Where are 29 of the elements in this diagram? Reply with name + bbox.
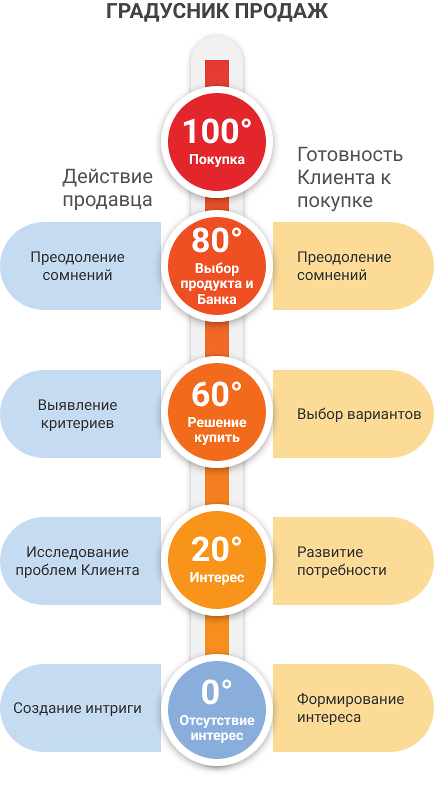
degree-value: 60° (190, 378, 244, 412)
band-text: Преодоление сомнений (29, 248, 126, 284)
title: ГРАДУСНИК ПРОДАЖ (105, 0, 329, 24)
client-readiness-band (273, 222, 434, 310)
stage-label: Покупка (188, 153, 246, 169)
seller-action-band (0, 370, 161, 458)
band-text: Выбор вариантов (297, 405, 422, 423)
degree-value: 100° (181, 115, 253, 150)
band-text: Преодоление сомнений (297, 248, 392, 284)
stage-label: Интерес (190, 571, 244, 587)
degree-value: 0° (200, 676, 234, 710)
seller-action-band (0, 664, 161, 752)
degree-value: 20° (190, 533, 244, 568)
degree-value: 80° (190, 224, 244, 258)
stage-label: Решение купить (186, 416, 248, 446)
band-text: Выявление критериев (36, 396, 118, 432)
client-readiness-band (273, 370, 434, 458)
band-text: Формирование интереса (297, 690, 406, 726)
band-text: Развитие потребности (297, 543, 388, 579)
column-heading: Действие продавца (61, 165, 154, 211)
band-text: Создание интриги (13, 699, 142, 717)
stage-label: Выбор продукта и Банка (180, 262, 254, 308)
client-readiness-band (273, 664, 434, 752)
seller-action-band (0, 222, 161, 310)
band-text: Исследование проблем Клиента (14, 543, 141, 579)
seller-action-band (0, 517, 161, 605)
client-readiness-band (273, 517, 434, 605)
stage-label: Отсутствие интерес (178, 714, 256, 744)
column-heading: Готовность Клиента к покупке (297, 143, 404, 212)
